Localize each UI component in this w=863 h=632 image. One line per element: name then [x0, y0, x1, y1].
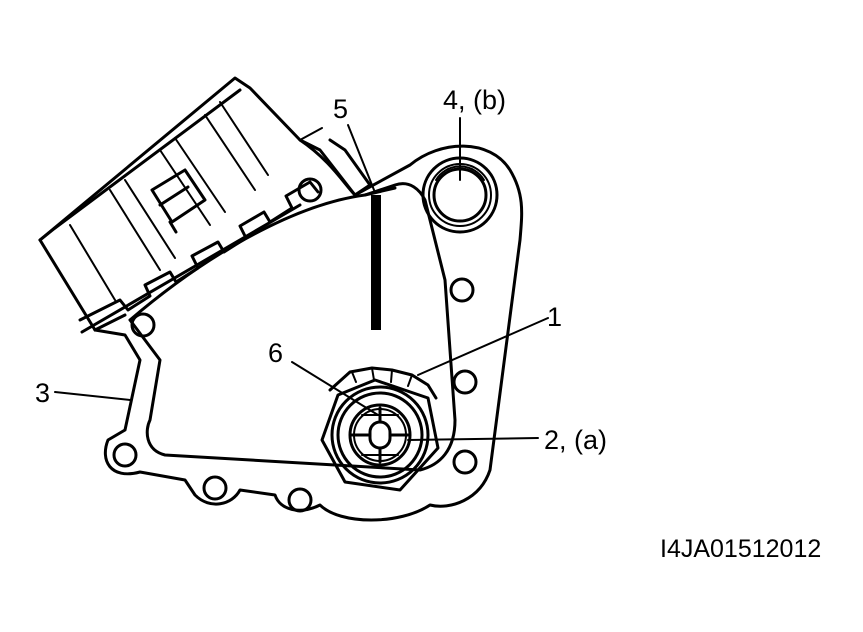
callout-label-2: 2, (a): [544, 425, 607, 455]
callout-label-5: 5: [333, 94, 348, 124]
figure-code: I4JA01512012: [660, 535, 821, 563]
manual-shaft-assembly: [320, 366, 440, 492]
callout-label-6: 6: [268, 338, 283, 368]
connector-housing: [38, 76, 372, 334]
leader-lines: [54, 117, 549, 441]
callout-label-4: 4, (b): [443, 85, 506, 115]
neutral-basic-line: [363, 186, 397, 330]
callout-label-3: 3: [35, 378, 50, 408]
callout-label-1: 1: [547, 302, 562, 332]
mounting-holes: [112, 177, 478, 513]
